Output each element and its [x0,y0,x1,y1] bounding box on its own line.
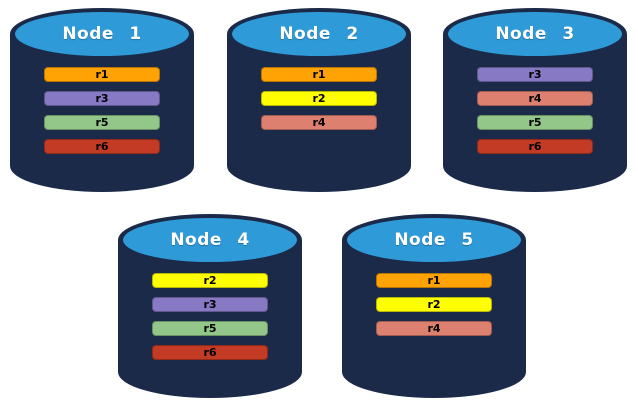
replica-label: r2 [427,298,441,311]
cylinder-top-face: Node 5 [347,218,521,262]
replica-label: r6 [528,140,542,153]
database-node-2: Node 2 r1 r2 r4 [227,8,411,192]
replica-label: r4 [312,116,326,129]
node-label: Node 5 [394,230,474,250]
node-label: Node 2 [279,24,359,44]
replica-label: r5 [203,322,217,335]
replica-bar-r5: r5 [152,321,268,336]
replica-bar-r6: r6 [152,345,268,360]
replica-bar-r3: r3 [152,297,268,312]
replica-bar-r2: r2 [261,91,377,106]
replica-label: r1 [312,68,326,81]
replica-label: r1 [95,68,109,81]
replica-label: r4 [427,322,441,335]
cylinder-top-rim: Node 3 [443,8,627,60]
replica-bar-r1: r1 [261,67,377,82]
replica-label: r5 [95,116,109,129]
replica-bar-r3: r3 [44,91,160,106]
replica-label: r3 [203,298,217,311]
replica-label: r4 [528,92,542,105]
replica-label: r6 [95,140,109,153]
cylinder-top-face: Node 1 [15,12,189,56]
replica-list: r1 r2 r4 [227,67,411,130]
cylinder-top-rim: Node 1 [10,8,194,60]
replica-bar-r4: r4 [261,115,377,130]
cylinder-top-face: Node 3 [448,12,622,56]
cylinder-top-rim: Node 5 [342,214,526,266]
cylinder-bottom-cap [227,140,411,192]
replica-bar-r1: r1 [44,67,160,82]
replica-label: r2 [312,92,326,105]
database-node-4: Node 4 r2 r3 r5 r6 [118,214,302,398]
replica-label: r6 [203,346,217,359]
node-label: Node 4 [170,230,250,250]
replica-list: r1 r2 r4 [342,273,526,336]
cylinder-top-rim: Node 2 [227,8,411,60]
node-label: Node 1 [62,24,142,44]
cylinder-top-face: Node 2 [232,12,406,56]
replica-bar-r4: r4 [376,321,492,336]
replica-list: r3 r4 r5 r6 [443,67,627,154]
cylinder-bottom-cap [342,346,526,398]
cylinder-top-face: Node 4 [123,218,297,262]
replica-list: r2 r3 r5 r6 [118,273,302,360]
replica-bar-r5: r5 [44,115,160,130]
database-node-5: Node 5 r1 r2 r4 [342,214,526,398]
replica-list: r1 r3 r5 r6 [10,67,194,154]
replica-bar-r4: r4 [477,91,593,106]
replica-bar-r6: r6 [44,139,160,154]
replica-bar-r5: r5 [477,115,593,130]
replica-bar-r2: r2 [376,297,492,312]
replica-label: r3 [528,68,542,81]
replica-label: r5 [528,116,542,129]
database-node-1: Node 1 r1 r3 r5 r6 [10,8,194,192]
cylinder-top-rim: Node 4 [118,214,302,266]
replica-bar-r2: r2 [152,273,268,288]
replica-label: r3 [95,92,109,105]
replica-bar-r1: r1 [376,273,492,288]
replica-label: r1 [427,274,441,287]
database-node-3: Node 3 r3 r4 r5 r6 [443,8,627,192]
replica-bar-r3: r3 [477,67,593,82]
node-label: Node 3 [495,24,575,44]
replica-bar-r6: r6 [477,139,593,154]
replica-label: r2 [203,274,217,287]
